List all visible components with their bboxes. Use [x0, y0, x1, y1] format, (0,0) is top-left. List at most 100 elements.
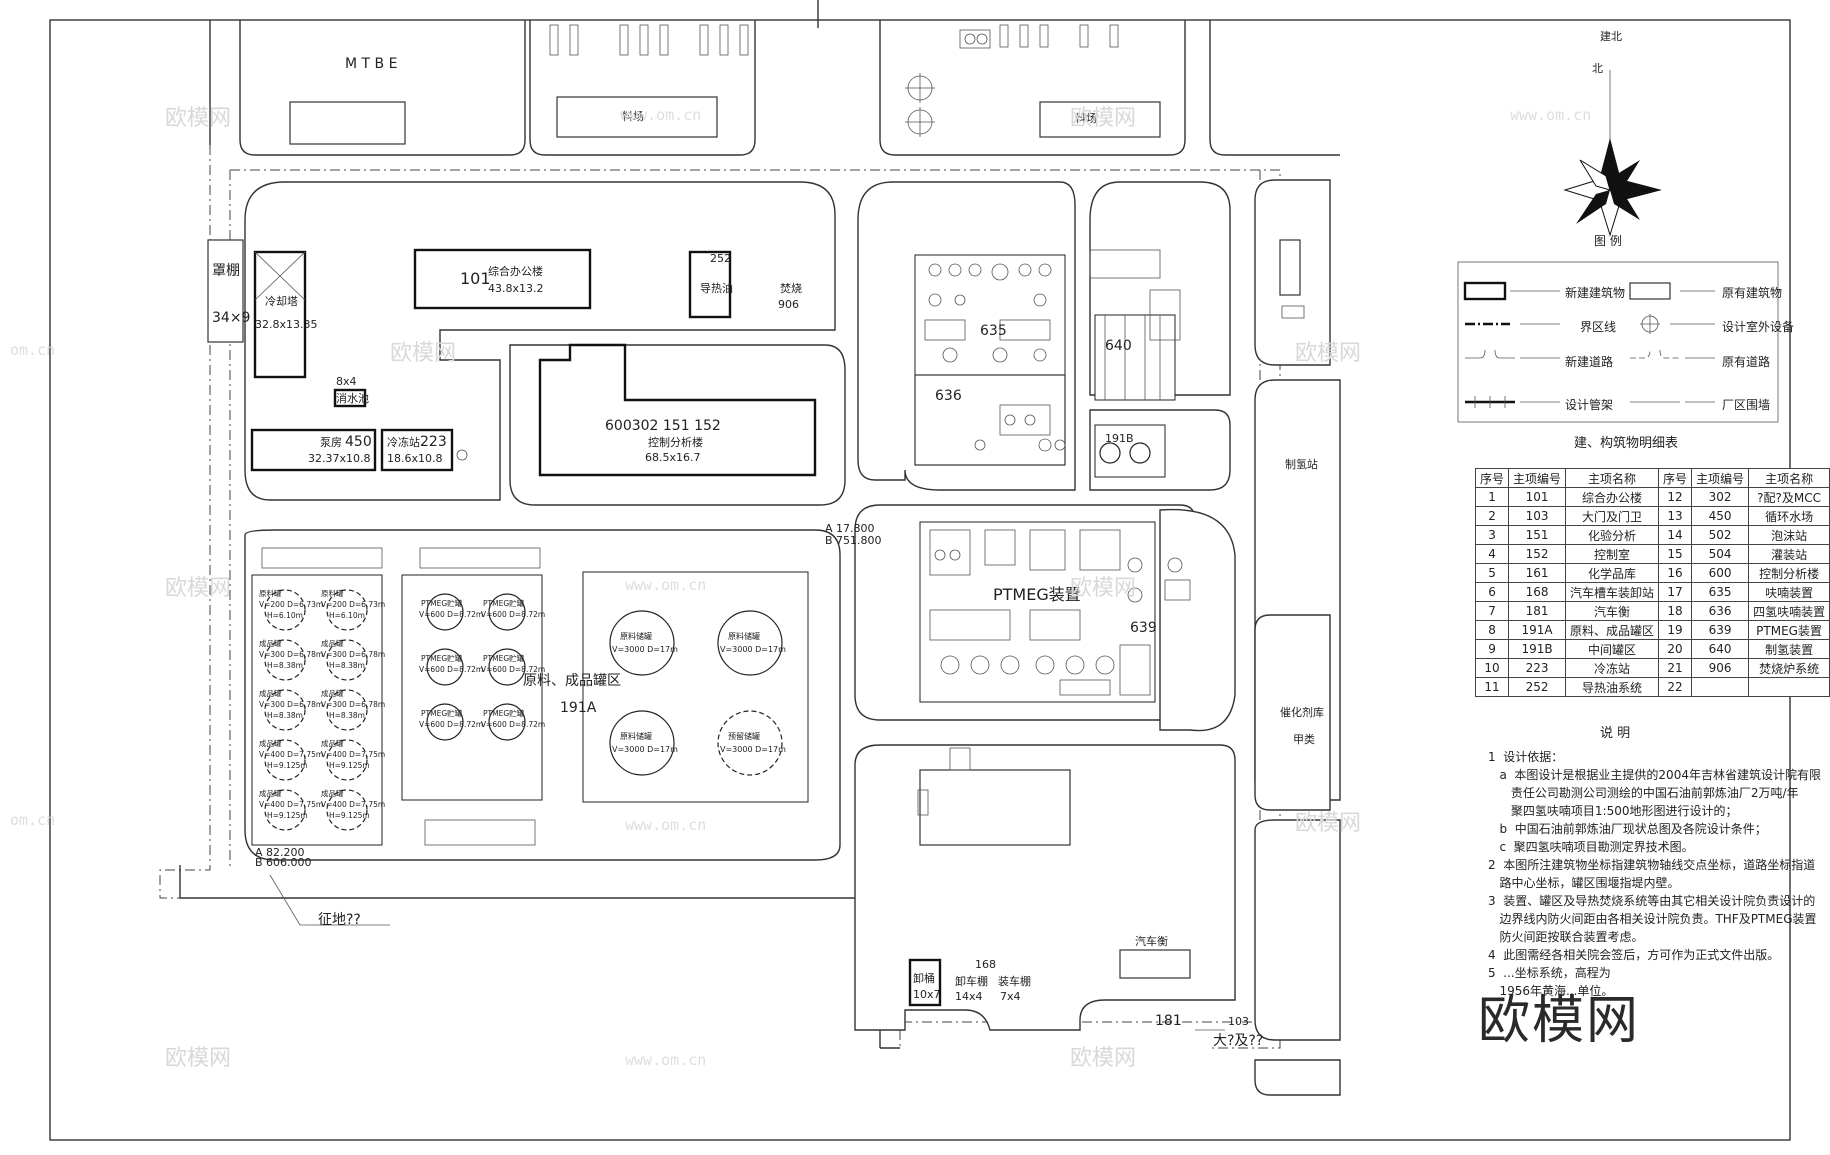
large-tank-name: 原料储罐 — [620, 631, 652, 641]
table-cell: 7 — [1474, 601, 1510, 621]
control-building-name: 控制分析楼 — [648, 435, 703, 449]
small-tank-height: H=8.38m — [329, 661, 365, 670]
small-tank-height: H=8.38m — [329, 711, 365, 720]
ptmeg-tank — [426, 703, 464, 741]
table-cell: 15 — [1658, 544, 1693, 564]
ptmeg-tank — [488, 703, 526, 741]
table-cell: 152 — [1508, 544, 1567, 564]
small-tank-name: 成品罐 — [259, 688, 282, 698]
svg-text:www.om.cn: www.om.cn — [1510, 106, 1591, 124]
pump-house-size: 32.37x10.8 — [308, 452, 371, 465]
unit-635 — [914, 254, 1066, 376]
table-cell: 151 — [1508, 525, 1567, 545]
table-cell: 19 — [1658, 620, 1693, 640]
unload-shed-size: 10x7 — [913, 988, 941, 1001]
canopy-label: 罩棚 — [212, 263, 240, 279]
stockyard-label-2: 料场 — [1075, 111, 1097, 125]
table-header: 序号 — [1658, 468, 1693, 488]
control-building-600 — [538, 343, 817, 477]
notes-title: 说 明 — [1600, 726, 1631, 741]
unit-636 — [914, 374, 1066, 466]
table-cell: 640 — [1691, 639, 1750, 659]
canopy-size: 34×9 — [212, 310, 250, 326]
coord-a2: A 82.200 — [255, 846, 305, 859]
ptmeg-tank — [488, 593, 526, 631]
note-line: c 聚四氢呋喃项目勘测定界技术图。 — [1488, 840, 1694, 854]
table-cell: 8 — [1474, 620, 1510, 640]
small-tank — [264, 639, 306, 681]
unit-181-label: 181 — [1155, 1013, 1182, 1029]
small-tank — [264, 739, 306, 781]
legend-item-existing-road: 原有道路 — [1722, 355, 1771, 369]
freeze-station-223 — [380, 428, 454, 472]
cooling-tower-size: 32.8x13.35 — [255, 318, 318, 331]
small-tank-volume: V=400 D=7.75m — [259, 750, 323, 759]
unit-103-label: 103 — [1228, 1015, 1249, 1028]
table-cell: 635 — [1691, 582, 1750, 602]
small-tank-height: H=9.125m — [329, 761, 370, 770]
table-cell: 汽车槽车装卸站 — [1565, 582, 1660, 602]
ptmeg-tank-name: PTMEG贮罐 — [483, 708, 525, 718]
ptmeg-tank — [426, 648, 464, 686]
small-tank-volume: V=200 D=6.73m — [321, 600, 385, 609]
large-tank — [717, 710, 783, 776]
table-cell: 循环水场 — [1748, 506, 1830, 526]
table-cell: 636 — [1691, 601, 1750, 621]
legend-item-plant-wall: 厂区围墙 — [1722, 398, 1771, 412]
table-cell: 191B — [1508, 639, 1567, 659]
office-name: 综合办公楼 — [488, 264, 543, 278]
load-car-size: 7x4 — [1000, 990, 1021, 1003]
legend-item-boundary: 界区线 — [1580, 320, 1617, 334]
note-line: 3 装置、罐区及导热焚烧系统等由其它相关设计院负责设计的 — [1488, 894, 1816, 908]
note-line: 5 ...坐标系统，高程为 — [1488, 966, 1611, 980]
small-tank-volume: V=300 D=6.78m — [321, 650, 385, 659]
fire-pool-label: 消水池 — [336, 391, 369, 405]
unit-191b-label: 191B — [1105, 432, 1134, 445]
table-cell: 252 — [1508, 677, 1567, 697]
heat-oil-number: 252 — [710, 252, 731, 265]
table-cell: 16 — [1658, 563, 1693, 583]
large-tank-volume: V=3000 D=17m — [720, 645, 786, 654]
small-tank-name: 成品罐 — [321, 788, 344, 798]
ptmeg-tank-volume: V=600 D=8.72m — [481, 720, 545, 729]
small-tank-name: 成品罐 — [259, 788, 282, 798]
small-tank-name: 成品罐 — [259, 638, 282, 648]
table-header: 主项名称 — [1565, 468, 1660, 488]
tank-farm-small — [251, 574, 383, 846]
unit-639-label: 639 — [1130, 620, 1157, 636]
north-label-cn: 建北 — [1600, 29, 1622, 43]
table-cell: 22 — [1658, 677, 1693, 697]
table-cell: 汽车衡 — [1565, 601, 1660, 621]
unload-car-label: 卸车棚 — [955, 974, 988, 988]
small-tank-height: H=6.10m — [329, 611, 365, 620]
pump-house-number: 450 — [345, 434, 372, 450]
table-cell: 168 — [1508, 582, 1567, 602]
small-tank-name: 成品罐 — [259, 738, 282, 748]
unload-shed — [908, 958, 942, 1007]
office-building-101 — [413, 248, 592, 310]
table-cell: 161 — [1508, 563, 1567, 583]
unload-car-size: 14x4 — [955, 990, 983, 1003]
large-tank-volume: V=3000 D=17m — [720, 745, 786, 754]
table-header: 主项名称 — [1748, 468, 1830, 488]
note-line: 责任公司勘测公司测绘的中国石油前郭炼油厂2万吨/年 — [1488, 786, 1799, 800]
stockyard-label-1: 料场 — [622, 109, 644, 123]
office-number: 101 — [460, 269, 491, 288]
ptmeg-tank-name: PTMEG贮罐 — [421, 708, 463, 718]
svg-text:欧模网: 欧模网 — [1070, 576, 1136, 601]
heat-oil-name: 导热油 — [700, 281, 733, 295]
cooling-tower-building — [253, 250, 307, 379]
small-tank-volume: V=400 D=7.75m — [321, 750, 385, 759]
watermarks: 欧模网 欧模网 欧模网 欧模网 欧模网 欧模网 欧模网 欧模网 欧模网 www.… — [10, 106, 1591, 1071]
freeze-station-name: 冷冻站 — [387, 435, 420, 449]
svg-text:om.cn: om.cn — [10, 341, 55, 359]
small-tank — [326, 689, 368, 731]
small-tank — [326, 639, 368, 681]
note-line: 1 设计依据： — [1488, 750, 1564, 764]
table-cell: 泡沫站 — [1748, 525, 1830, 545]
